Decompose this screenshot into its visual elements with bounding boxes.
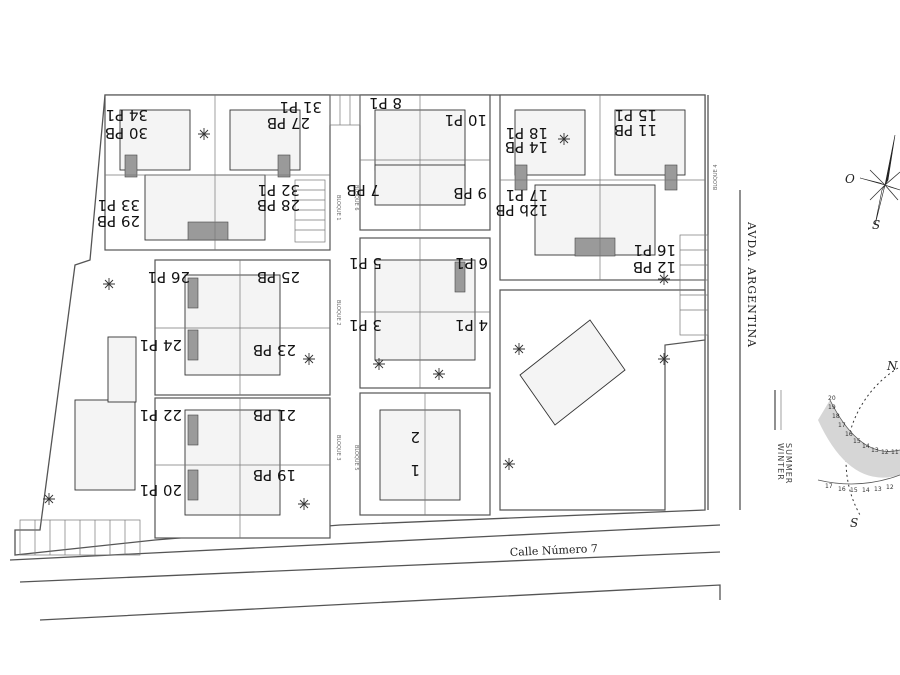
sun-hours-summer: 20 19 18 17 16 15 14 13 12 11 (828, 395, 899, 456)
svg-text:20: 20 (828, 395, 836, 402)
street-avenida-label: AVDA. ARGENTINA (745, 221, 758, 348)
unit-5-label: 5 P1 (349, 254, 382, 272)
compass-rose (859, 134, 900, 226)
unit-23-label: 23 PB (253, 341, 296, 359)
compass-west-label: O (845, 172, 855, 186)
svg-text:16: 16 (838, 486, 846, 493)
svg-text:13: 13 (871, 447, 879, 454)
unit-33-label: 33 P1 (98, 196, 140, 214)
svg-text:11: 11 (891, 449, 899, 456)
svg-text:17: 17 (838, 422, 846, 429)
unit-11-label: 11 PB (614, 121, 657, 139)
sun-south-label: S (850, 516, 858, 530)
unit-7-label: 7 PB (346, 181, 380, 199)
unit-30-label: 30 PB (105, 124, 148, 142)
unit-15-label: 15 P1 (615, 106, 657, 124)
road-edge-mid (19, 551, 721, 583)
unit-31-label: 31 P1 (280, 98, 322, 116)
block-label-6: BLOQUE 6 (353, 185, 359, 211)
unit-17-label: 17 P1 (506, 186, 548, 204)
svg-text:12: 12 (886, 484, 894, 491)
unit-2-label: 2 (410, 428, 420, 446)
unit-18-label: 18 P1 (506, 124, 548, 142)
svg-text:17: 17 (825, 483, 833, 490)
unit-9-label: 9 PB (453, 184, 487, 202)
block-label-4: BLOQUE 4 (713, 165, 719, 191)
block-label-3: BLOQUE 3 (335, 435, 341, 461)
svg-text:13: 13 (874, 486, 882, 493)
unit-12-label: 12 PB (633, 258, 676, 276)
svg-text:18: 18 (832, 413, 840, 420)
unit-10-label: 10 P1 (445, 111, 487, 129)
unit-34-label: 34 P1 (106, 106, 148, 124)
block-label-1: BLOQUE 1 (335, 195, 341, 221)
unit-22-label: 22 P1 (140, 406, 182, 424)
road-edge-bottom (39, 584, 721, 621)
block-label-5: BLOQUE 5 (353, 445, 359, 471)
parking (19, 94, 709, 556)
unit-29-label: 29 PB (97, 212, 140, 230)
svg-text:14: 14 (862, 443, 870, 450)
sun-hours-winter: 17 16 15 14 13 12 (825, 483, 894, 494)
unit-21-label: 21 PB (253, 406, 296, 424)
unit-6-label: 6 P1 (455, 254, 488, 272)
plan-dividers (105, 95, 705, 538)
unit-28-label: 28 PB (257, 196, 300, 214)
unit-3-label: 3 P1 (349, 316, 382, 334)
svg-text:15: 15 (850, 487, 858, 494)
block-label-2: BLOQUE 2 (335, 300, 341, 326)
svg-text:14: 14 (862, 487, 870, 494)
building-footprints (74, 109, 686, 516)
unit-8-label: 8 P1 (369, 94, 402, 112)
unit-32-label: 32 P1 (258, 181, 300, 199)
unit-24-label: 24 P1 (140, 336, 182, 354)
summer-legend-label: SUMMER (784, 443, 793, 484)
pool-area (499, 289, 706, 511)
unit-16-label: 16 P1 (634, 241, 676, 259)
road-edge-top (9, 524, 721, 561)
sun-path-diagram (817, 367, 900, 516)
unit-20-label: 20 P1 (140, 481, 182, 499)
compass-south-label: S (872, 218, 880, 232)
sun-north-label: N (886, 359, 898, 373)
unit-26-label: 26 P1 (148, 268, 190, 286)
svg-text:16: 16 (845, 431, 853, 438)
unit-12b-label: 12b PB (495, 201, 548, 219)
svg-text:12: 12 (881, 449, 889, 456)
site-boundary (14, 94, 706, 556)
unit-25-label: 25 PB (257, 268, 300, 286)
trees (43, 128, 670, 510)
winter-legend-label: WINTER (776, 443, 785, 481)
unit-14-label: 14 PB (505, 138, 548, 156)
unit-19-label: 19 PB (253, 466, 296, 484)
unit-27-label: 27 PB (267, 114, 310, 132)
svg-text:15: 15 (853, 438, 861, 445)
svg-text:19: 19 (828, 404, 836, 411)
unit-1-label: 1 (410, 461, 420, 479)
unit-4-label: 4 P1 (455, 316, 488, 334)
street-calle-label: Calle Número 7 (510, 542, 599, 559)
